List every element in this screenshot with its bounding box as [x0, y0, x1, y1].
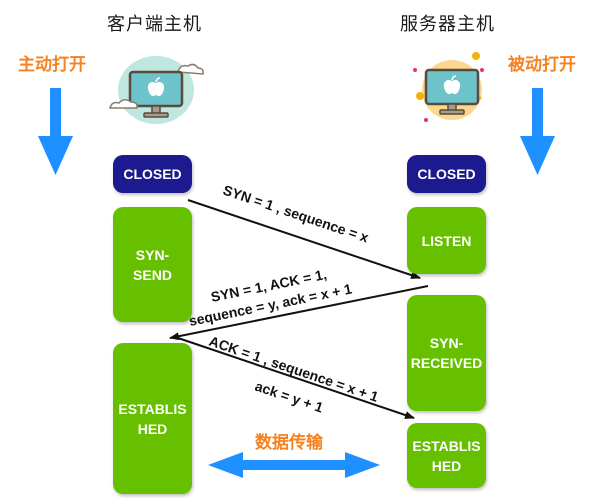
server-state-listen: LISTEN — [407, 207, 486, 274]
server-state-closed: CLOSED — [407, 155, 486, 193]
active-open-label: 主动打开 — [18, 55, 86, 75]
passive-open-down-arrow-icon — [520, 88, 555, 175]
server-state-established: ESTABLIS HED — [407, 423, 486, 488]
ack-arrow — [177, 337, 415, 419]
syn-arrow — [187, 199, 421, 279]
server-computer-icon — [413, 52, 484, 122]
active-open-down-arrow-icon — [38, 88, 73, 175]
client-state-closed: CLOSED — [113, 155, 192, 193]
client-state-syn-send: SYN- SEND — [113, 207, 192, 322]
client-computer-icon — [109, 56, 204, 124]
data-transfer-double-arrow-icon — [208, 452, 380, 478]
client-host-title: 客户端主机 — [107, 14, 202, 35]
syn-ack-arrow — [169, 285, 429, 341]
server-state-syn-received: SYN- RECEIVED — [407, 295, 486, 411]
client-state-established: ESTABLIS HED — [113, 343, 192, 494]
passive-open-label: 被动打开 — [508, 55, 576, 75]
server-host-title: 服务器主机 — [400, 14, 495, 35]
data-transfer-label: 数据传输 — [255, 433, 323, 453]
